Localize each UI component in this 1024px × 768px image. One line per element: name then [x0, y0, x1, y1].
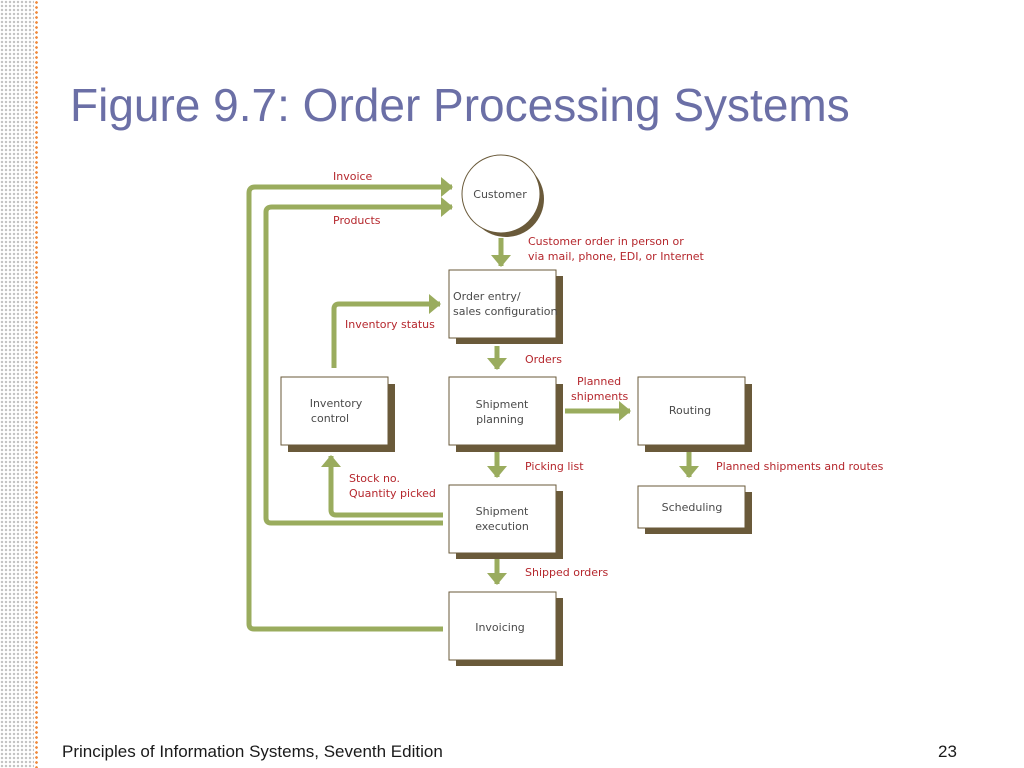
edge-label-shipped-orders: Shipped orders	[525, 566, 609, 579]
invoice-arrow	[246, 177, 453, 632]
edge-label-products: Products	[333, 214, 381, 227]
shipment-planning-label-line2: planning	[476, 413, 524, 426]
shipment-planning-label-line1: Shipment	[476, 398, 529, 411]
customer-node: Customer	[461, 154, 544, 237]
inventory-control-node: Inventory control	[280, 376, 395, 452]
shipment-execution-node: Shipment execution	[448, 484, 563, 559]
shipment-planning-node: Shipment planning	[448, 376, 563, 452]
customer-label: Customer	[473, 188, 527, 201]
orange-accent-line	[35, 0, 38, 768]
scheduling-label: Scheduling	[662, 501, 723, 514]
routing-label: Routing	[669, 404, 711, 417]
edge-label-invoice: Invoice	[333, 170, 373, 183]
inventory-control-label-line2: control	[311, 412, 349, 425]
invoicing-label: Invoicing	[475, 621, 525, 634]
shipment-execution-label-line1: Shipment	[476, 505, 529, 518]
edge-label-stock-no: Stock no.	[349, 472, 400, 485]
stock-quantity-arrow	[321, 455, 443, 518]
edge-label-inventory-status: Inventory status	[345, 318, 435, 331]
invoicing-node: Invoicing	[448, 591, 563, 666]
edge-label-orders: Orders	[525, 353, 562, 366]
slide-footer: Principles of Information Systems, Seven…	[62, 742, 443, 761]
inventory-control-label-line1: Inventory	[310, 397, 363, 410]
edge-label-planned-shipments-line1: Planned	[577, 375, 621, 388]
edge-label-planned-shipments-line2: shipments	[571, 390, 629, 403]
order-entry-label-line2: sales configuration	[453, 305, 558, 318]
edge-label-planned-shipments-routes: Planned shipments and routes	[716, 460, 884, 473]
shipment-execution-label-line2: execution	[475, 520, 529, 533]
products-arrow	[263, 197, 453, 526]
edge-label-customer-order-line1: Customer order in person or	[528, 235, 684, 248]
edge-label-quantity-picked: Quantity picked	[349, 487, 436, 500]
order-entry-node: Order entry/ sales configuration	[448, 269, 563, 344]
routing-node: Routing	[637, 376, 752, 452]
inventory-status-arrow	[331, 294, 441, 368]
page-number: 23	[938, 742, 957, 761]
order-entry-label-line1: Order entry/	[453, 290, 521, 303]
slide-title: Figure 9.7: Order Processing Systems	[70, 79, 850, 131]
scheduling-node: Scheduling	[637, 485, 752, 534]
dotted-side-border	[0, 0, 34, 768]
edge-label-customer-order-line2: via mail, phone, EDI, or Internet	[528, 250, 705, 263]
edge-label-picking-list: Picking list	[525, 460, 584, 473]
